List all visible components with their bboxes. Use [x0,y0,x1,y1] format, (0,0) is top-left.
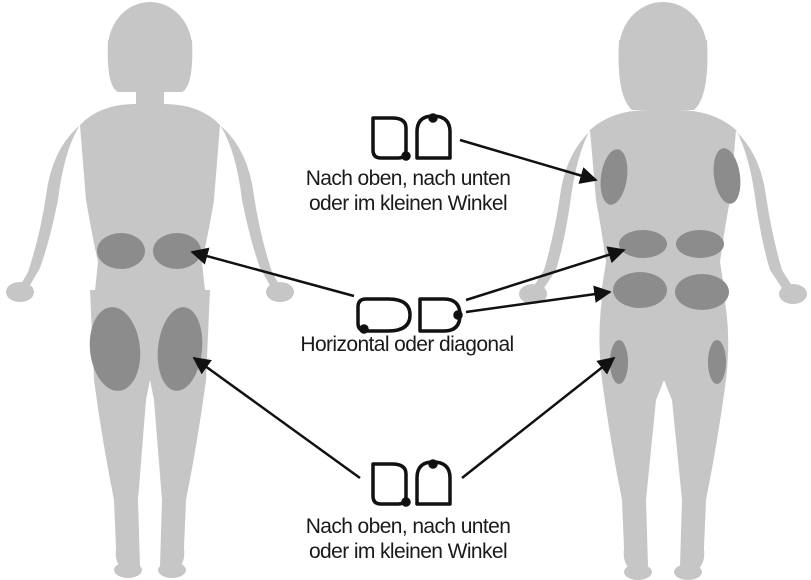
caption-middle-line1: Horizontal oder diagonal [262,332,552,357]
caption-bottom-line2: oder im kleinen Winkel [268,539,548,564]
lower-back-left-site [619,230,667,258]
pod-device-horizontal-icon [358,299,461,332]
buttock-left-site [613,272,667,308]
arrow-icon [462,358,614,478]
lower-back-right-site [676,230,724,258]
back-thigh-right-site [708,340,726,384]
arrow-icon [194,358,360,478]
abdomen-right-site [153,233,201,269]
back-thigh-left-site [610,340,628,384]
front-body-silhouette [6,2,294,578]
pod-device-vertical-icon-bottom [373,461,450,505]
caption-top-line1: Nach oben, nach unten [268,166,548,191]
caption-top: Nach oben, nach unten oder im kleinen Wi… [268,166,548,216]
caption-bottom-line1: Nach oben, nach unten [268,514,548,539]
pod-device-vertical-icon [373,115,450,159]
caption-top-line2: oder im kleinen Winkel [268,191,548,216]
abdomen-left-site [97,233,145,269]
caption-bottom: Nach oben, nach unten oder im kleinen Wi… [268,514,548,564]
caption-middle: Horizontal oder diagonal [262,332,552,357]
buttock-right-site [675,274,729,310]
